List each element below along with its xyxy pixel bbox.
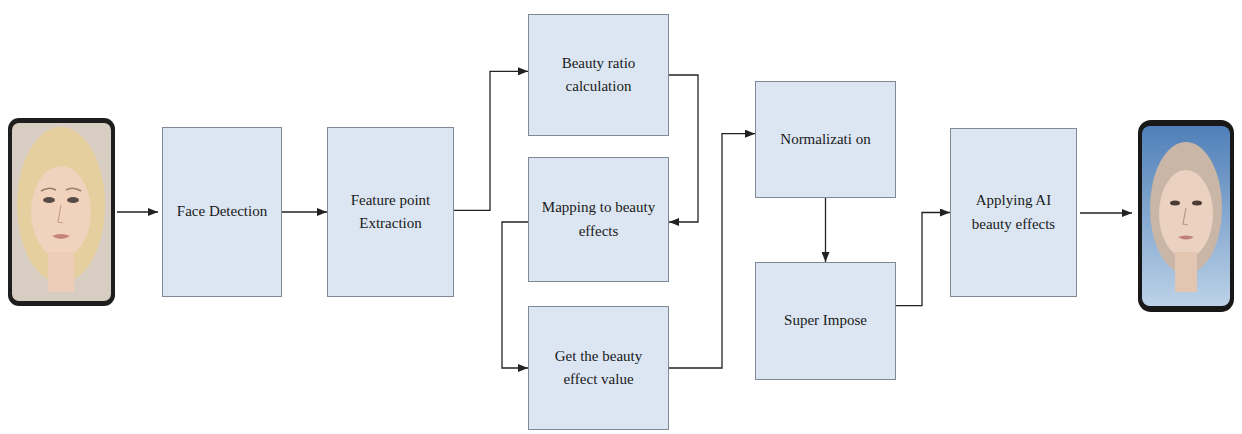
box-label: Normalizati on [780,128,870,151]
box-label: Feature point Extraction [338,189,443,236]
box-label: Get the beauty effect value [539,345,658,392]
process-box: Feature point Extraction [327,127,454,297]
process-box: Get the beauty effect value [528,306,669,430]
box-label: Super Impose [784,309,867,332]
connector-arrow [669,75,698,222]
process-box: Super Impose [755,262,896,380]
box-label: Mapping to beauty effects [539,196,658,243]
connector-arrow [669,134,755,368]
input-arrow [117,211,158,212]
connector-arrow [282,211,327,212]
input-phone [8,118,115,306]
connector-arrow [454,71,528,210]
box-label: Face Detection [177,200,267,223]
connector-arrow [896,213,950,306]
connector-arrow [825,198,826,262]
process-box: Mapping to beauty effects [528,157,669,282]
process-box: Applying AI beauty effects [950,128,1077,297]
box-label: Beauty ratio calculation [539,52,658,99]
connector-arrow [502,222,528,368]
process-box: Normalizati on [755,81,896,198]
process-box: Beauty ratio calculation [528,14,669,136]
box-label: Applying AI beauty effects [961,189,1066,236]
output-arrow [1080,212,1132,213]
output-phone [1138,120,1234,312]
process-box: Face Detection [162,127,282,297]
